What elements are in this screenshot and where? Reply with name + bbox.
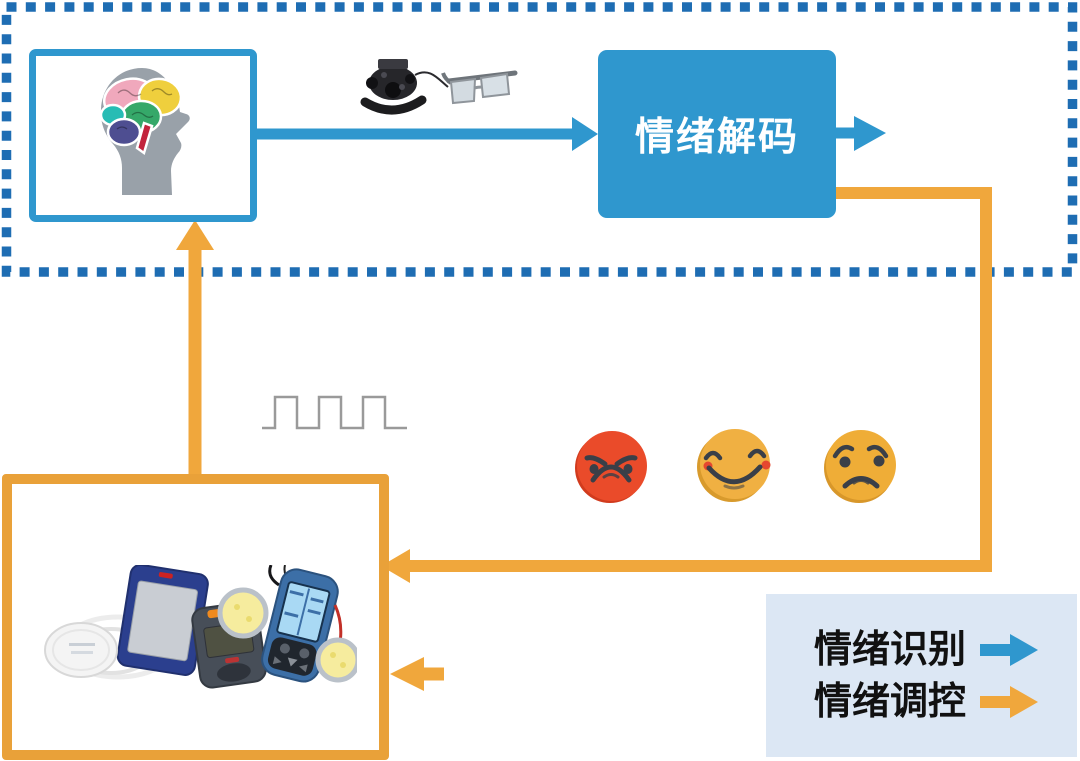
brain-lobes: [99, 77, 183, 156]
square-wave-graphic: [255, 388, 417, 437]
legend-row-regulation: 情绪调控: [814, 683, 1077, 721]
programmer-tablet-icon: [116, 565, 209, 676]
legend-label-regulation: 情绪调控: [814, 680, 967, 723]
brain-in-head-icon: [86, 63, 205, 195]
eeg-headset-icon: [360, 59, 449, 115]
emotion-decode-node: 情绪解码: [598, 50, 836, 218]
arrowhead-icon: [854, 116, 886, 151]
arrow-stimulators-to-brain: [176, 220, 214, 478]
arrowhead-icon: [390, 657, 424, 691]
arrowhead-icon: [572, 117, 598, 151]
legend-row-recognition: 情绪识别: [814, 631, 1077, 669]
emotion-decode-label: 情绪解码: [634, 116, 799, 159]
legend-label-recognition: 情绪识别: [814, 628, 967, 671]
arrow-into-stimulators-short: [390, 657, 444, 691]
arrow-decode-to-stimulators: [381, 187, 992, 583]
headset-glasses-graphic: [348, 53, 528, 124]
arrow-decode-output: [836, 116, 886, 151]
emotion-emojis-strip: [562, 421, 919, 516]
dashed-loop-border: [1, 2, 1078, 277]
arrowhead-icon: [381, 549, 410, 583]
stimulator-node: [2, 474, 389, 760]
ar-glasses-icon: [441, 70, 518, 105]
worried-emoji-icon: [824, 430, 896, 503]
eeg-headset-and-ar-glasses-icon: [348, 53, 528, 124]
tdcs-stimulator-icon: [217, 565, 357, 683]
implant-icon: [44, 622, 118, 678]
brain-fold-lines: [116, 88, 173, 130]
right-arrow-icon: [980, 685, 1039, 718]
right-arrow-icon: [980, 633, 1039, 666]
brain-node: [29, 49, 257, 222]
square-wave-icon: [255, 388, 417, 437]
smiling-emoji-icon: [697, 429, 771, 502]
legend: 情绪识别 情绪调控: [766, 594, 1077, 757]
arrow-brain-to-decode: [257, 117, 598, 151]
arrowhead-icon: [176, 220, 214, 250]
angry-emoji-icon: [575, 431, 647, 503]
neurostimulation-devices-icon: [33, 565, 357, 698]
